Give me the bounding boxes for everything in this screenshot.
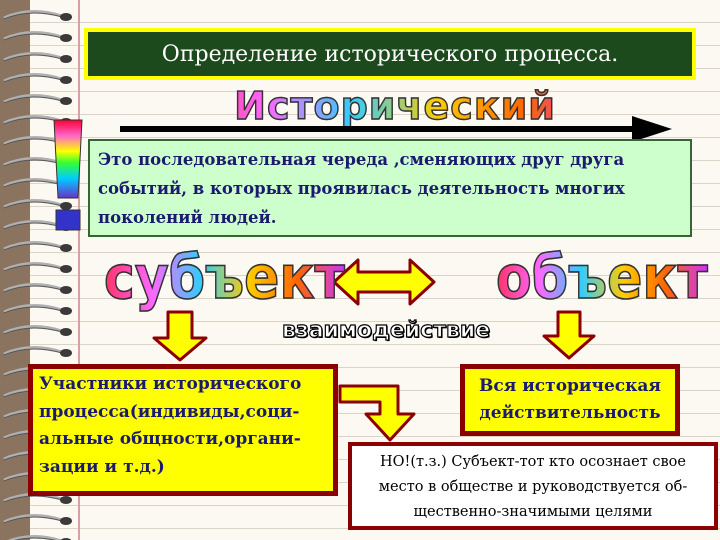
binding-ring (3, 262, 72, 273)
slide-title: Определение исторического процесса. (84, 28, 696, 80)
binding-ring (3, 241, 72, 252)
binding-ring (3, 283, 72, 294)
bent-arrow-icon (338, 384, 416, 442)
binding-ring (3, 73, 72, 84)
down-arrow-icon (152, 310, 208, 362)
definition-box: Это последовательная череда ,сменяющих д… (88, 139, 692, 237)
object-wordart: объект (495, 243, 708, 314)
timeline-arrow-icon (120, 116, 672, 142)
binding-ring (3, 10, 72, 21)
margin-line (78, 0, 80, 540)
binding-ring (3, 52, 72, 63)
binding-ring (3, 304, 72, 315)
binding-ring (3, 199, 72, 210)
subject-wordart: субъект (103, 243, 345, 314)
note-box: НО!(т.з.) Субъект-тот кто осознает свое … (348, 442, 718, 530)
object-box: Вся историческая действительность (460, 364, 680, 436)
double-arrow-icon (332, 258, 436, 306)
interaction-label: взаимодействие (281, 317, 491, 343)
binding-ring (3, 514, 72, 525)
binding-ring (3, 94, 72, 105)
binding-ring (3, 346, 72, 357)
binding-ring (3, 31, 72, 42)
subject-box: Участники исторического процесса(индивид… (28, 364, 338, 496)
down-arrow-icon (542, 310, 596, 360)
binding-ring (3, 325, 72, 336)
exclamation-icon (53, 119, 83, 231)
